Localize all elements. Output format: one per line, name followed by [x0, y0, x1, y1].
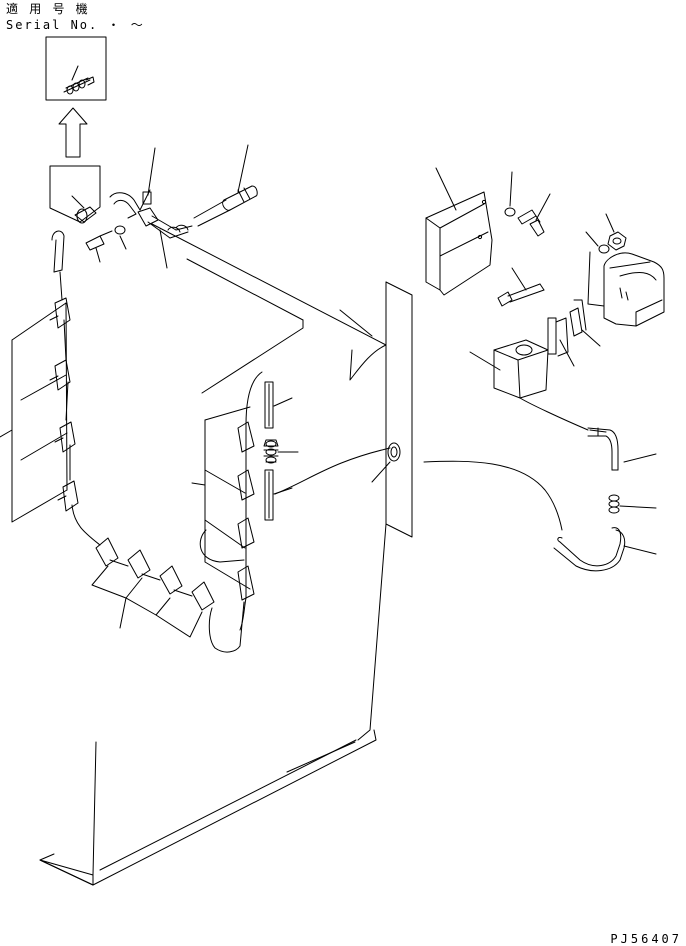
bolt-icon — [518, 194, 550, 236]
detail-inset-box — [46, 37, 106, 100]
washer-icon — [115, 226, 126, 249]
serial-number-label: Serial No. ・ ～ — [6, 18, 145, 32]
applicable-models-label: 適 用 号 機 — [6, 2, 90, 16]
cable-through-grommet — [275, 448, 562, 530]
coupler-icon — [264, 440, 298, 463]
right-lower-hose — [554, 528, 656, 571]
left-clip-bracket — [0, 303, 67, 522]
up-arrow-icon — [59, 108, 87, 157]
tube-sleeve-2 — [265, 470, 292, 520]
grommet-icon — [372, 443, 400, 482]
clip-icon — [50, 298, 78, 511]
washer-icon-right-2 — [586, 232, 609, 253]
tube-sleeve — [265, 382, 292, 428]
cover-plate — [426, 168, 492, 295]
connector-detail-icon — [64, 66, 94, 94]
relay-box — [588, 252, 664, 326]
right-hose — [588, 428, 656, 470]
bolt-icon-2 — [498, 268, 544, 306]
cab-panel — [40, 224, 412, 885]
cable-left — [60, 272, 100, 545]
vertical-hose-left — [52, 231, 64, 272]
fitting-detail-box — [50, 166, 100, 223]
elbow-hose — [110, 148, 192, 268]
junction-box — [470, 340, 588, 430]
terminal-connector-icon — [548, 300, 600, 366]
right-coupler — [609, 495, 656, 513]
drawing-code: PJ56407 — [610, 932, 682, 946]
center-clip-bracket — [192, 407, 250, 589]
pin-icon — [86, 231, 112, 262]
washer-icon-right — [505, 172, 515, 216]
center-cable — [200, 372, 262, 630]
hose-fitting — [194, 145, 257, 226]
center-clips — [238, 422, 254, 600]
nut-icon — [606, 214, 626, 250]
bottom-clips — [92, 538, 244, 652]
